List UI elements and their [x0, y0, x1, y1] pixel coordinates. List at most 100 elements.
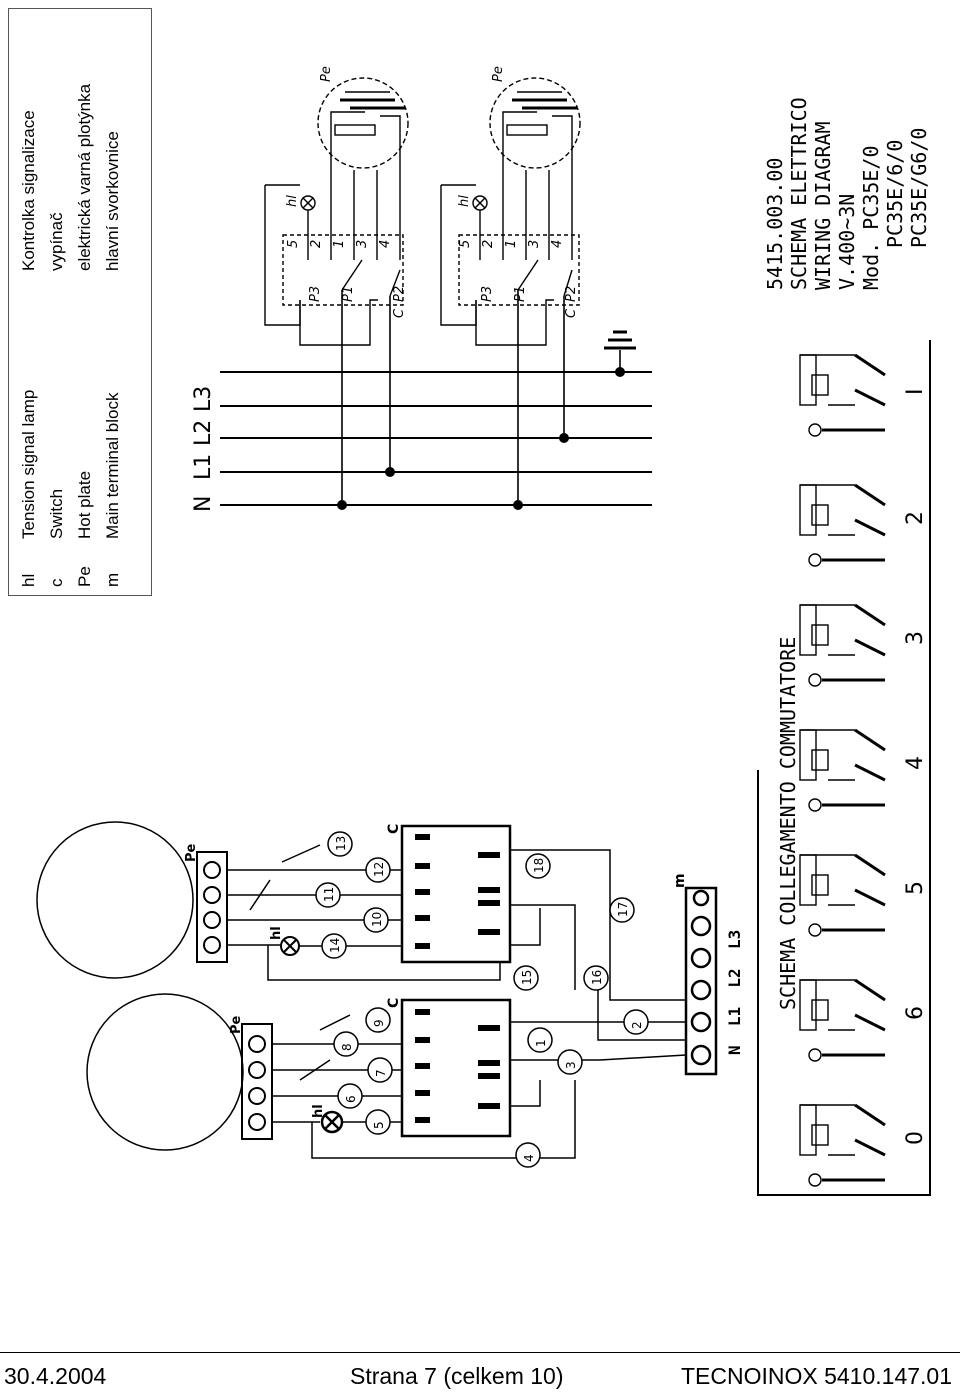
svg-text:4: 4	[378, 240, 393, 248]
line-label-L1: L1	[191, 454, 216, 480]
svg-text:2: 2	[309, 240, 324, 248]
page-footer: 30.4.2004 Strana 7 (celkem 10) TECNOINOX…	[0, 1352, 960, 1393]
position-label: 2	[903, 511, 928, 525]
commutator-cell	[799, 603, 886, 687]
main-terminal-block	[684, 886, 718, 1076]
switch-block-1	[400, 824, 512, 964]
commutator-cell	[799, 483, 886, 567]
wire-bubble	[365, 1007, 391, 1033]
svg-text:PC35E/6/0: PC35E/6/0	[883, 140, 907, 248]
wiring-diagram: L3 L2 L1 N	[36, 66, 931, 1196]
svg-text:hl: hl	[457, 195, 472, 207]
svg-text:4: 4	[550, 240, 565, 248]
wire-number: 6	[344, 1095, 358, 1103]
svg-text:1: 1	[332, 240, 347, 248]
wire-number: 4	[522, 1154, 536, 1162]
wire-number: 3	[564, 1061, 578, 1069]
position-label: 6	[903, 1006, 928, 1020]
switch-group-2	[440, 77, 581, 346]
svg-text:V.400~3N: V.400~3N	[835, 194, 859, 290]
signal-lamp-2	[320, 1110, 344, 1134]
wire-bubble	[515, 1142, 541, 1168]
svg-text:hl: hl	[269, 926, 284, 940]
hot-plate-1	[36, 821, 194, 979]
wire-bubble	[315, 882, 341, 908]
wire-bubble	[367, 1057, 393, 1083]
svg-text:5: 5	[286, 240, 301, 248]
commutator-cells	[799, 353, 886, 1187]
supply-lines	[220, 371, 652, 506]
commutator-cell	[799, 353, 886, 437]
svg-text:PC35E/G6/0: PC35E/G6/0	[907, 128, 931, 248]
wire-number: 11	[322, 887, 336, 902]
svg-text:Pe: Pe	[319, 66, 334, 82]
position-label: 0	[903, 1131, 928, 1145]
position-label: 4	[903, 756, 928, 770]
switch-block-2	[400, 998, 512, 1138]
footer-page: Strana 7 (celkem 10)	[350, 1363, 564, 1389]
wire-bubble	[321, 933, 347, 959]
commutator-position-labels: I 2 3 4 5 6 0	[903, 389, 928, 1146]
wire-number: 14	[328, 938, 342, 953]
wire-bubble	[337, 1083, 363, 1109]
svg-text:C: C	[386, 998, 402, 1008]
svg-text:1: 1	[504, 240, 519, 248]
hot-plate-2-terminals	[241, 1023, 273, 1140]
wire-number: 8	[340, 1043, 354, 1051]
pe-labels: Pe Pe	[184, 843, 244, 1034]
wire-bubble	[327, 831, 353, 857]
svg-text:P1: P1	[341, 286, 356, 302]
wire-bubble	[583, 965, 609, 991]
line-labels: L3 L2 L1 N	[191, 386, 216, 512]
commutator-title: SCHEMA COLLEGAMENTO COMMUTATORE	[776, 637, 800, 1010]
wire-bubble	[363, 907, 389, 933]
hot-plate-2	[86, 993, 244, 1151]
terminal-block-label: m	[672, 873, 688, 888]
hot-plate-1-terminals	[196, 851, 228, 963]
commutator-cell	[799, 1103, 886, 1187]
wire-bubble	[525, 853, 551, 879]
switch-group-1	[264, 77, 409, 346]
svg-text:SCHEMA ELETTRICO: SCHEMA ELETTRICO	[787, 97, 811, 290]
svg-text:WIRING DIAGRAM: WIRING DIAGRAM	[811, 121, 835, 290]
commutator-cell	[799, 978, 886, 1062]
wire-number: 2	[630, 1021, 644, 1029]
commutator-panel	[757, 340, 931, 1196]
svg-text:3: 3	[527, 240, 542, 248]
line-label-L2: L2	[191, 420, 216, 446]
svg-text:P2: P2	[564, 286, 579, 302]
wire-number: 9	[372, 1019, 386, 1027]
svg-text:C: C	[564, 308, 579, 318]
wire-bubble	[623, 1009, 649, 1035]
lamp-labels: hl hl	[269, 926, 326, 1118]
wire-number: 13	[334, 836, 348, 851]
title-block: 5415.003.00 SCHEMA ELETTRICO WIRING DIAG…	[763, 97, 931, 290]
wire-number: 17	[616, 902, 630, 917]
legend-box: hl c Pe m Tension signal lamp Switch Hot…	[8, 8, 152, 596]
svg-text:Pe: Pe	[491, 66, 506, 82]
wires	[227, 844, 687, 1159]
switch-c-labels: C C	[386, 824, 402, 1008]
svg-text:5: 5	[458, 240, 473, 248]
wire-number: 12	[372, 862, 386, 877]
svg-text:Mod. PC35E/0: Mod. PC35E/0	[859, 146, 883, 291]
wire-bubble	[365, 857, 391, 883]
position-label: I	[903, 389, 928, 396]
svg-text:hl: hl	[311, 1104, 326, 1118]
svg-text:Pe: Pe	[184, 843, 199, 862]
wire-number: 16	[590, 970, 604, 985]
wire-number: 10	[370, 912, 384, 927]
position-label: 3	[903, 631, 928, 645]
wire-bubble	[333, 1031, 359, 1057]
wire-bubble	[557, 1049, 583, 1075]
wire-number: 5	[372, 1121, 386, 1129]
svg-text:Pe: Pe	[229, 1015, 244, 1034]
commutator-cell	[799, 728, 886, 812]
line-label-N: N	[191, 496, 216, 512]
position-label: 5	[903, 881, 928, 895]
switch-group-2-labels: 5 2 1 3 4 P3 P1 P2 C hl Pe	[457, 66, 579, 318]
svg-text:P3: P3	[308, 286, 323, 302]
switch-group-1-labels: 5 2 1 3 4 P3 P1 P2 C hl Pe	[285, 66, 407, 318]
svg-text:hl: hl	[285, 195, 300, 207]
